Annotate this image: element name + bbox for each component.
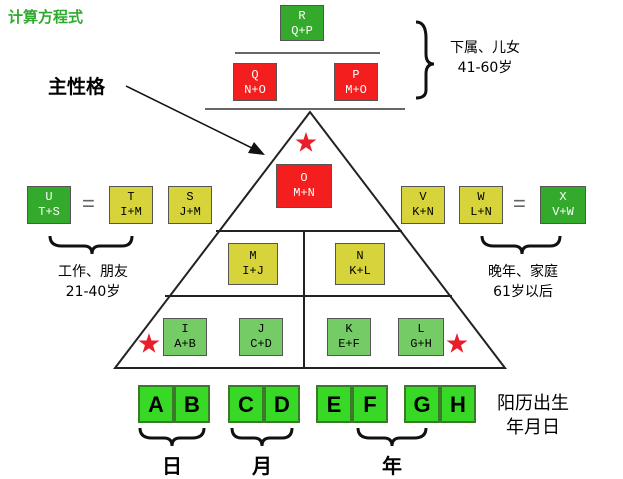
- birth-caption: 阳历出生 年月日: [488, 392, 578, 440]
- right-caption-line2: 61岁以后: [493, 284, 553, 300]
- box-formula: V+W: [552, 205, 574, 219]
- top-caption-line1: 下属、儿女: [450, 40, 520, 56]
- birth-box-a: A: [138, 385, 174, 423]
- box-letter: U: [45, 190, 53, 204]
- left-caption-line2: 21-40岁: [65, 284, 121, 300]
- box-t: T I+M: [109, 186, 153, 224]
- box-j: J C+D: [239, 318, 283, 356]
- box-letter: L: [417, 322, 425, 336]
- top-caption: 下属、儿女 41-60岁: [442, 38, 528, 78]
- box-i: I A+B: [163, 318, 207, 356]
- box-formula: A+B: [174, 337, 196, 351]
- box-formula: M+N: [293, 186, 315, 200]
- box-formula: L+N: [470, 205, 492, 219]
- right-curly-bracket: [480, 235, 562, 255]
- box-formula: K+L: [349, 264, 371, 278]
- birth-box-b: B: [174, 385, 210, 423]
- main-character-label: 主性格: [48, 76, 106, 98]
- year-curly-bracket: [356, 427, 428, 447]
- left-caption-line1: 工作、朋友: [58, 264, 128, 280]
- star-icon: [138, 333, 160, 353]
- box-q: Q N+O: [233, 63, 277, 101]
- box-r: R Q+P: [280, 5, 324, 41]
- box-letter: X: [559, 190, 567, 204]
- box-letter: I: [181, 322, 189, 336]
- box-formula: E+F: [338, 337, 360, 351]
- box-v: V K+N: [401, 186, 445, 224]
- box-u: U T+S: [27, 186, 71, 224]
- box-n: N K+L: [335, 243, 385, 285]
- star-icon: [295, 132, 317, 152]
- box-p: P M+O: [334, 63, 378, 101]
- box-formula: G+H: [410, 337, 432, 351]
- box-k: K E+F: [327, 318, 371, 356]
- box-letter: P: [352, 68, 360, 82]
- birth-box-c: C: [228, 385, 264, 423]
- top-curly-bracket: [415, 20, 435, 100]
- box-letter: V: [419, 190, 427, 204]
- box-letter: T: [127, 190, 135, 204]
- month-label: 月: [252, 454, 272, 478]
- box-letter: R: [298, 9, 306, 23]
- birth-box-e: E: [316, 385, 352, 423]
- personality-triangle: [112, 110, 508, 369]
- star-icon: [446, 333, 468, 353]
- right-caption-line1: 晚年、家庭: [488, 264, 558, 280]
- box-formula: M+O: [345, 83, 367, 97]
- box-w: W L+N: [459, 186, 503, 224]
- box-formula: J+M: [179, 205, 201, 219]
- box-letter: O: [300, 171, 308, 185]
- box-letter: M: [249, 249, 257, 263]
- month-curly-bracket: [230, 427, 294, 447]
- diagram-title: 计算方程式: [8, 8, 84, 26]
- box-letter: Q: [251, 68, 259, 82]
- year-label: 年: [382, 454, 402, 478]
- birth-caption-line1: 阳历出生: [497, 393, 569, 414]
- box-letter: J: [257, 322, 265, 336]
- arrow-head-icon: [248, 142, 265, 155]
- day-curly-bracket: [138, 427, 206, 447]
- birth-box-h: H: [440, 385, 476, 423]
- left-curly-bracket: [48, 235, 134, 255]
- box-formula: K+N: [412, 205, 434, 219]
- top-caption-line2: 41-60岁: [457, 60, 513, 76]
- box-formula: C+D: [250, 337, 272, 351]
- box-x: X V+W: [540, 186, 586, 224]
- birth-box-g: G: [404, 385, 440, 423]
- box-formula: T+S: [38, 205, 60, 219]
- right-equals-sign: =: [513, 191, 526, 216]
- right-caption: 晚年、家庭 61岁以后: [470, 262, 576, 302]
- box-letter: W: [477, 190, 485, 204]
- box-letter: S: [186, 190, 194, 204]
- birth-caption-line2: 年月日: [506, 417, 560, 438]
- box-s: S J+M: [168, 186, 212, 224]
- day-label: 日: [162, 454, 182, 478]
- pointer-arrow: [125, 85, 257, 151]
- left-equals-sign: =: [82, 191, 95, 216]
- box-l: L G+H: [398, 318, 444, 356]
- left-caption: 工作、朋友 21-40岁: [40, 262, 146, 302]
- box-m: M I+J: [228, 243, 278, 285]
- box-formula: I+J: [242, 264, 264, 278]
- box-formula: N+O: [244, 83, 266, 97]
- birth-box-f: F: [352, 385, 388, 423]
- box-letter: N: [356, 249, 364, 263]
- box-letter: K: [345, 322, 353, 336]
- box-formula: I+M: [120, 205, 142, 219]
- birth-box-d: D: [264, 385, 300, 423]
- box-formula: Q+P: [291, 24, 313, 38]
- box-o: O M+N: [276, 164, 332, 208]
